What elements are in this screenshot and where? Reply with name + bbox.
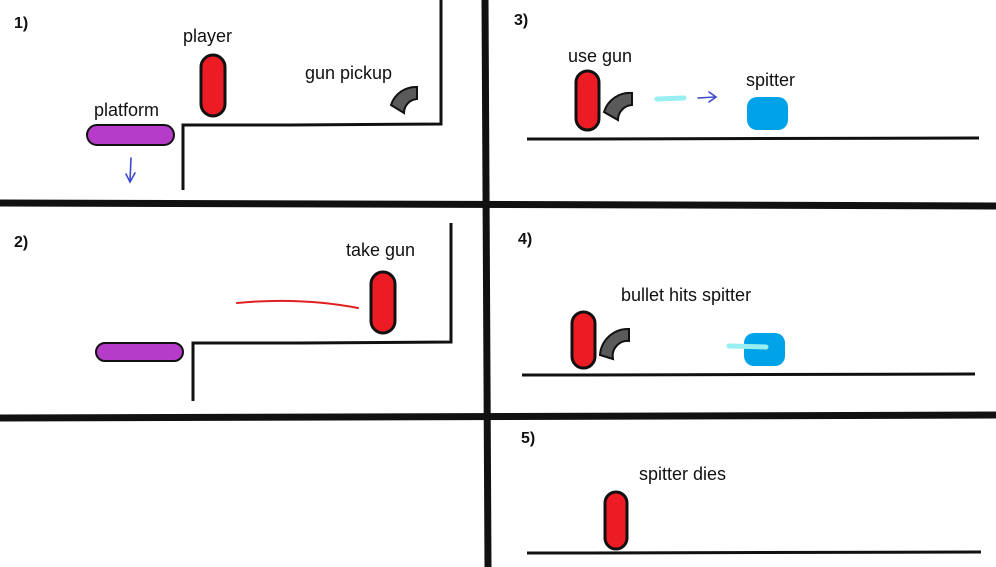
use-gun-label: use gun	[568, 46, 632, 66]
player-sprite	[603, 490, 629, 551]
panel-number: 3)	[514, 12, 528, 29]
ground-line	[527, 550, 982, 555]
down-arrow-icon	[125, 157, 136, 184]
player-sprite	[574, 69, 601, 132]
bullet-hits-spitter-label: bullet hits spitter	[621, 285, 751, 305]
bullet	[654, 95, 687, 102]
motion-trail	[236, 299, 359, 309]
ground-line	[527, 136, 980, 141]
take-gun-label: take gun	[346, 240, 415, 260]
gun-icon	[598, 327, 630, 361]
grid-vertical	[481, 0, 492, 567]
panel-number: 4)	[518, 231, 532, 248]
ground-line	[191, 223, 453, 401]
panel-number: 1)	[14, 15, 28, 32]
gun-icon	[602, 91, 633, 122]
panel-number: 2)	[14, 234, 28, 251]
grid-horizontal-top	[0, 199, 996, 210]
gun-pickup-icon	[389, 85, 418, 115]
ground-line	[181, 0, 443, 190]
panel-2: 2) take gun	[14, 223, 453, 401]
spitter-dies-label: spitter dies	[639, 464, 726, 484]
ground-line	[522, 372, 976, 377]
player-label: player	[183, 26, 232, 46]
gun-pickup-label: gun pickup	[305, 63, 392, 83]
player-sprite	[199, 53, 227, 118]
platform-sprite	[95, 342, 184, 362]
platform-label: platform	[94, 100, 159, 120]
panel-3: 3) use gun spitter	[514, 12, 980, 141]
panel-5: 5) spitter dies	[521, 430, 982, 555]
panel-1: 1) player platform gun pickup	[14, 0, 443, 190]
player-sprite	[369, 270, 397, 335]
spitter-label: spitter	[746, 70, 795, 90]
panel-4: 4) bullet hits spitter	[518, 231, 976, 377]
panel-number: 5)	[521, 430, 535, 447]
player-sprite	[570, 310, 597, 370]
right-arrow-icon	[697, 91, 718, 103]
grid-horizontal-bottom	[0, 411, 996, 422]
platform-sprite	[86, 124, 175, 146]
spitter-enemy	[744, 333, 785, 366]
bullet	[726, 343, 769, 350]
spitter-enemy	[747, 97, 788, 130]
